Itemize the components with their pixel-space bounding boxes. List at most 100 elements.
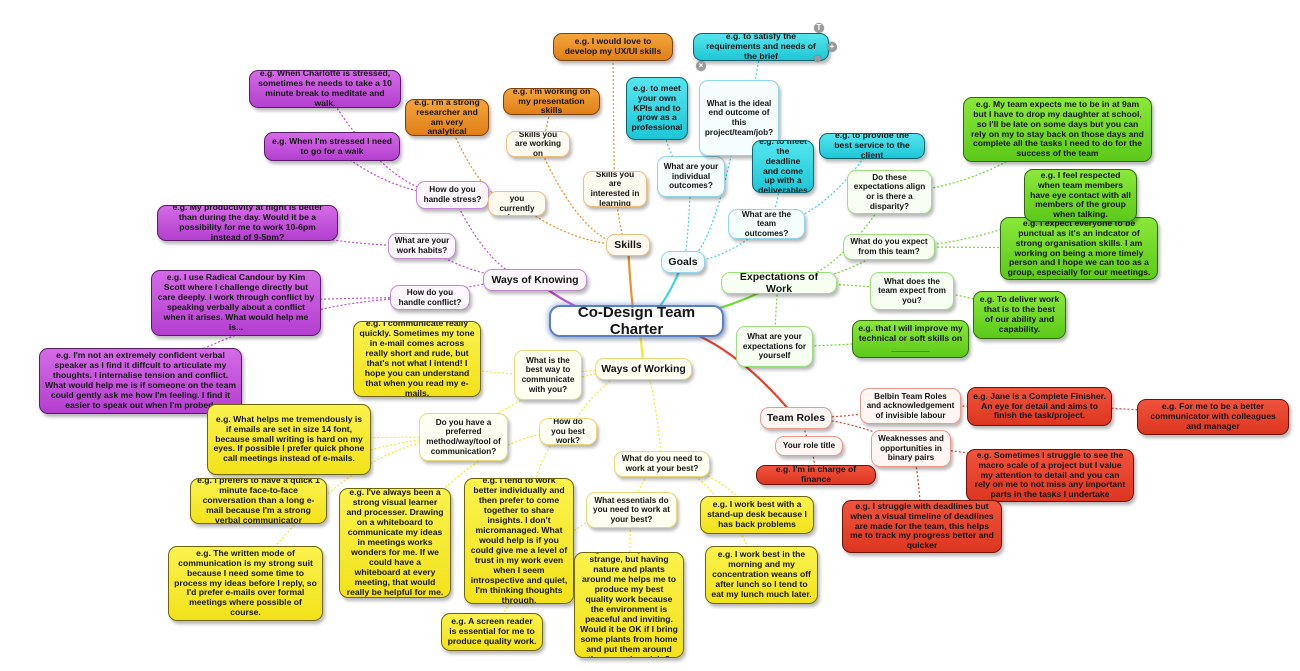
question-work-habits[interactable]: What are your work habits? <box>388 233 456 259</box>
example-walk-stress[interactable]: e.g. When I'm stressed I need to go for … <box>264 132 400 161</box>
root-label: Co-Design Team Charter <box>577 305 696 337</box>
branch-label: Expectations of Work <box>739 272 819 294</box>
example-presentation[interactable]: e.g. i'm working on my presentation skil… <box>503 88 600 115</box>
sub-link-33 <box>643 368 663 465</box>
question-essentials[interactable]: What essentials do you need to work at y… <box>586 492 677 528</box>
node-text: e.g. I'm not an extremely confident verb… <box>45 350 236 410</box>
branch-ways-of-working[interactable]: Ways of Working <box>595 358 692 380</box>
node-text: e.g. I struggle with deadlines but when … <box>850 500 994 551</box>
question-current-skills[interactable]: Skills that you currently have <box>488 191 546 216</box>
example-9am[interactable]: e.g. My team expects me to be in at 9am … <box>963 97 1152 162</box>
branch-label: Goals <box>668 255 698 268</box>
node-text: e.g. This may sound strange, but having … <box>580 553 678 657</box>
node-text: e.g. I would love to develop my UX/UI sk… <box>564 36 662 56</box>
question-expect-from-team[interactable]: What do you expect from this team? <box>843 234 935 260</box>
example-written-mode[interactable]: e.g. The written mode of communication i… <box>168 546 323 621</box>
node-text: e.g. Jane is a Complete Finisher. An eye… <box>973 390 1106 421</box>
node-text: e.g. I work best in the morning and my c… <box>711 549 812 599</box>
example-brief[interactable]: e.g. to satisfy the requirements and nee… <box>693 33 829 61</box>
node-text: What are your work habits? <box>394 236 450 255</box>
question-team-expects[interactable]: What does the team expect from you? <box>870 272 954 310</box>
branch-skills[interactable]: Skills <box>606 234 650 256</box>
example-charlotte-stress[interactable]: e.g. When Charlotte is stressed, sometim… <box>249 70 401 108</box>
branch-ways-of-knowing[interactable]: Ways of Knowing <box>483 269 587 291</box>
node-text: Do you have a preferred method/way/tool … <box>426 417 501 456</box>
node-text: What are your individual outcomes? <box>663 162 719 191</box>
node-text: e.g. i'm a strong researcher and am very… <box>414 99 480 136</box>
question-individual-outcomes[interactable]: What are your individual outcomes? <box>657 156 725 197</box>
example-service[interactable]: e.g. to provide the best service to the … <box>819 133 925 159</box>
example-finance[interactable]: e.g. I'm in charge of finance <box>756 465 876 485</box>
example-communicate-quickly[interactable]: e.g. I communicate really quickly. Somet… <box>353 321 481 397</box>
question-skills-working-on[interactable]: Skills you are working on <box>506 131 570 157</box>
example-researcher[interactable]: e.g. i'm a strong researcher and am very… <box>405 99 489 136</box>
example-respected[interactable]: e.g. I feel respected when team members … <box>1024 169 1137 222</box>
question-expectations-yourself[interactable]: What are your expectations for yourself <box>736 326 813 367</box>
branch-label: Ways of Knowing <box>491 273 579 286</box>
example-screen-reader[interactable]: e.g. A screen reader is essential for me… <box>441 613 543 651</box>
node-text: e.g. What helps me tremendously is if em… <box>213 413 365 464</box>
node-text: e.g. To deliver work that is to the best… <box>979 294 1060 334</box>
node-text: e.g. to meet the deadline and come up wi… <box>758 140 808 193</box>
example-uxui[interactable]: e.g. I would love to develop my UX/UI sk… <box>553 33 673 61</box>
question-skills-interested[interactable]: Skills you are interested in learning <box>583 171 647 207</box>
branch-goals[interactable]: Goals <box>661 251 705 273</box>
add-node-icon[interactable]: + <box>827 42 837 52</box>
example-standup-desk[interactable]: e.g. I work best with a stand-up desk be… <box>700 496 814 534</box>
branch-expectations-of-work[interactable]: Expectations of Work <box>721 272 837 294</box>
example-plants[interactable]: e.g. This may sound strange, but having … <box>574 552 684 658</box>
question-role-title[interactable]: Your role title <box>775 436 843 456</box>
remove-node-icon[interactable]: × <box>696 61 706 71</box>
question-weaknesses[interactable]: Weaknesses and opportunities in binary p… <box>871 430 951 467</box>
example-visual-timeline[interactable]: e.g. I struggle with deadlines but when … <box>842 500 1002 553</box>
example-kpis[interactable]: e.g. to meet your own KPIs and to grow a… <box>626 77 688 140</box>
node-text: What is the best way to communicate with… <box>521 355 575 394</box>
example-punctual[interactable]: e.g. I expect everyone to be punctual as… <box>1000 217 1158 280</box>
question-belbin-roles[interactable]: Belbin Team Roles and acknowledgement of… <box>860 388 961 424</box>
example-night-productivity[interactable]: e.g. My productivity at night is better … <box>157 205 338 241</box>
node-text: e.g. I use Radical Candour by Kim Scott … <box>157 272 315 332</box>
node-text: e.g. I tend to work better individually … <box>470 478 568 604</box>
text-tool-icon[interactable]: T <box>814 23 824 33</box>
question-best-way-communicate[interactable]: What is the best way to communicate with… <box>514 350 582 400</box>
example-verbal-speaker[interactable]: e.g. I'm not an extremely confident verb… <box>39 348 242 414</box>
node-text: Weaknesses and opportunities in binary p… <box>878 434 944 463</box>
node-text: e.g. I've always been a strong visual le… <box>346 488 444 597</box>
example-work-individually[interactable]: e.g. I tend to work better individually … <box>464 478 574 604</box>
node-text: What is the ideal end outcome of this pr… <box>704 98 774 137</box>
node-text: e.g. My productivity at night is better … <box>172 205 323 241</box>
branch-team-roles[interactable]: Team Roles <box>760 407 832 429</box>
question-handle-conflict[interactable]: How do you handle conflict? <box>390 285 470 310</box>
question-handle-stress[interactable]: How do you handle stress? <box>416 181 489 209</box>
question-expectations-align[interactable]: Do these expectations align or is there … <box>847 170 932 214</box>
node-text: What are your expectations for yourself <box>742 332 807 361</box>
node-text: How do you handle conflict? <box>398 287 462 307</box>
question-need-work-best[interactable]: What do you need to work at your best? <box>614 451 710 477</box>
node-text: e.g. to satisfy the requirements and nee… <box>706 33 816 61</box>
root-node[interactable]: Co-Design Team Charter <box>549 305 724 337</box>
node-text: e.g. When Charlotte is stressed, sometim… <box>258 70 392 108</box>
node-text: What are the team outcomes? <box>741 209 792 238</box>
node-text: e.g. I expect everyone to be punctual as… <box>1007 217 1151 278</box>
node-text: How do you handle stress? <box>423 185 482 204</box>
example-radical-candour[interactable]: e.g. I use Radical Candour by Kim Scott … <box>151 270 321 336</box>
example-macro-scale[interactable]: e.g. Sometimes I struggle to see the mac… <box>966 449 1134 502</box>
node-text: Do these expectations align or is there … <box>853 172 926 211</box>
example-improve-skills[interactable]: e.g. that I will improve my technical or… <box>852 320 969 358</box>
example-complete-finisher[interactable]: e.g. Jane is a Complete Finisher. An eye… <box>967 387 1112 426</box>
example-morning[interactable]: e.g. I work best in the morning and my c… <box>705 546 818 604</box>
example-whiteboard[interactable]: e.g. I've always been a strong visual le… <box>339 488 451 598</box>
node-text: Skills you are interested in learning <box>590 171 640 207</box>
node-text: e.g. I work best with a stand-up desk be… <box>707 499 807 529</box>
node-text: e.g. that I will improve my technical or… <box>858 323 963 353</box>
example-better-communicator[interactable]: e.g. For me to be a better communicator … <box>1137 399 1289 435</box>
question-how-best-work[interactable]: How do you best work? <box>539 418 597 445</box>
node-text: e.g. I communicate really quickly. Somet… <box>359 321 475 397</box>
example-face-to-face[interactable]: e.g. I prefers to have a quick 1 minute … <box>190 478 327 524</box>
example-size-14-font[interactable]: e.g. What helps me tremendously is if em… <box>207 404 371 475</box>
example-deadline[interactable]: e.g. to meet the deadline and come up wi… <box>752 140 814 193</box>
example-deliver[interactable]: e.g. To deliver work that is to the best… <box>973 291 1066 339</box>
question-preferred-method[interactable]: Do you have a preferred method/way/tool … <box>419 413 508 461</box>
resize-handle-icon[interactable] <box>814 55 821 62</box>
question-team-outcomes[interactable]: What are the team outcomes? <box>728 209 805 239</box>
